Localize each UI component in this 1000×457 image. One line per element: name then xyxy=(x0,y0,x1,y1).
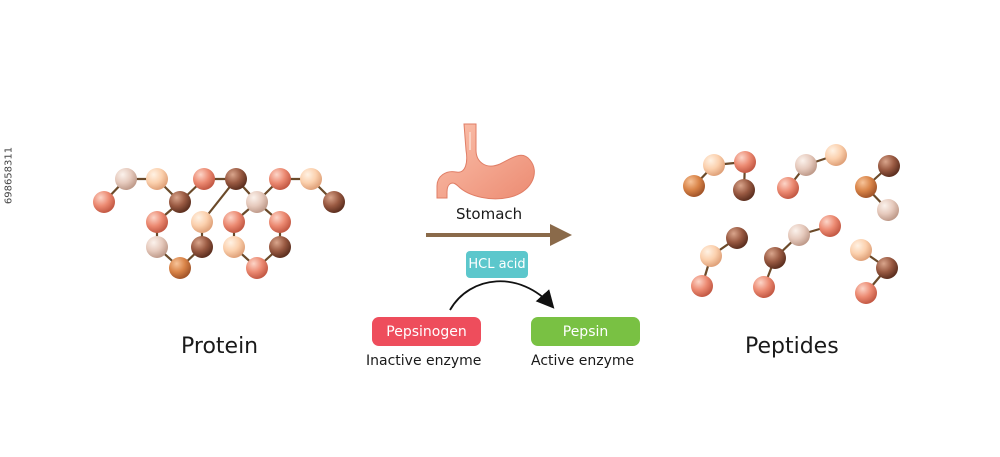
hcl-acid-badge: HCL acid xyxy=(466,251,528,278)
protein-chain xyxy=(103,177,335,269)
protein-amino-acids xyxy=(93,168,345,279)
active-enzyme-label: Active enzyme xyxy=(531,353,635,369)
stomach-label: Stomach xyxy=(456,205,523,223)
pepsin-badge: Pepsin xyxy=(531,317,640,346)
activation-arrow xyxy=(449,280,555,311)
peptides-label: Peptides xyxy=(745,334,839,359)
peptide-amino-acids xyxy=(683,144,900,304)
inactive-enzyme-label: Inactive enzyme xyxy=(366,353,482,369)
pepsinogen-badge: Pepsinogen xyxy=(372,317,481,346)
protein-label: Protein xyxy=(181,334,259,359)
stock-id: 698658311 xyxy=(3,146,15,205)
digestion-arrow xyxy=(426,224,572,246)
peptide-chains xyxy=(693,153,890,294)
stomach-icon xyxy=(436,123,535,200)
